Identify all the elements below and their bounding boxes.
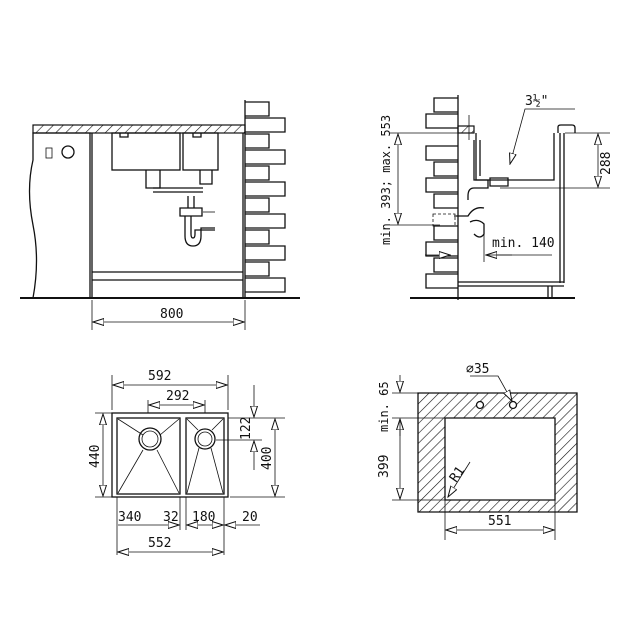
countertop [32,124,246,134]
right-bowl [182,132,219,171]
width-180-label: 180 [192,510,215,525]
offset-122-label: 122 [239,417,254,440]
diameter-35-label: ⌀35 [466,362,489,377]
drain-size-label: 3½" [525,94,548,109]
big-bowl [116,417,181,495]
width-340-label: 340 [118,510,141,525]
depth-399-label: 399 [377,455,392,478]
drain [489,177,509,187]
cutout-template: ⌀35 min. 65 399 R1 551 [377,362,578,540]
drain-outlets [145,170,213,189]
min-65-label: min. 65 [377,381,391,432]
tap-hole-icon [475,400,485,410]
height-range-label: min. 393; max. 553 [379,115,393,245]
brick-wall-profile [425,95,459,300]
min-140-label: min. 140 [492,236,555,251]
top-view: 592 292 440 122 400 340 32 180 20 552 [88,369,285,555]
width-800-label: 800 [160,307,183,322]
width-592-label: 592 [148,369,171,384]
siphon-trap [184,216,215,247]
depth-400-label: 400 [260,447,275,470]
tap-hole-icon-2 [508,400,518,410]
sink-outline [111,412,229,498]
edge-20-label: 20 [242,510,258,525]
washing-machine [28,132,91,299]
depth-440-label: 440 [88,445,103,468]
front-elevation: 800 [20,100,300,330]
side-profile: min. 393; max. 553 288 min. 140 3½" [379,94,614,300]
big-drain-icon [138,427,162,451]
machine-knob-icon [61,145,75,159]
offset-292-label: 292 [166,389,189,404]
divider-32-label: 32 [163,510,179,525]
left-bowl [111,132,181,171]
brick-wall [244,100,286,298]
sink-profile [475,133,565,283]
small-drain-icon [194,428,216,450]
width-552-label: 552 [148,536,171,551]
width-551-label: 551 [488,514,511,529]
radius-r1-label: R1 [447,464,468,485]
depth-288-label: 288 [599,152,614,175]
small-bowl [185,417,225,495]
